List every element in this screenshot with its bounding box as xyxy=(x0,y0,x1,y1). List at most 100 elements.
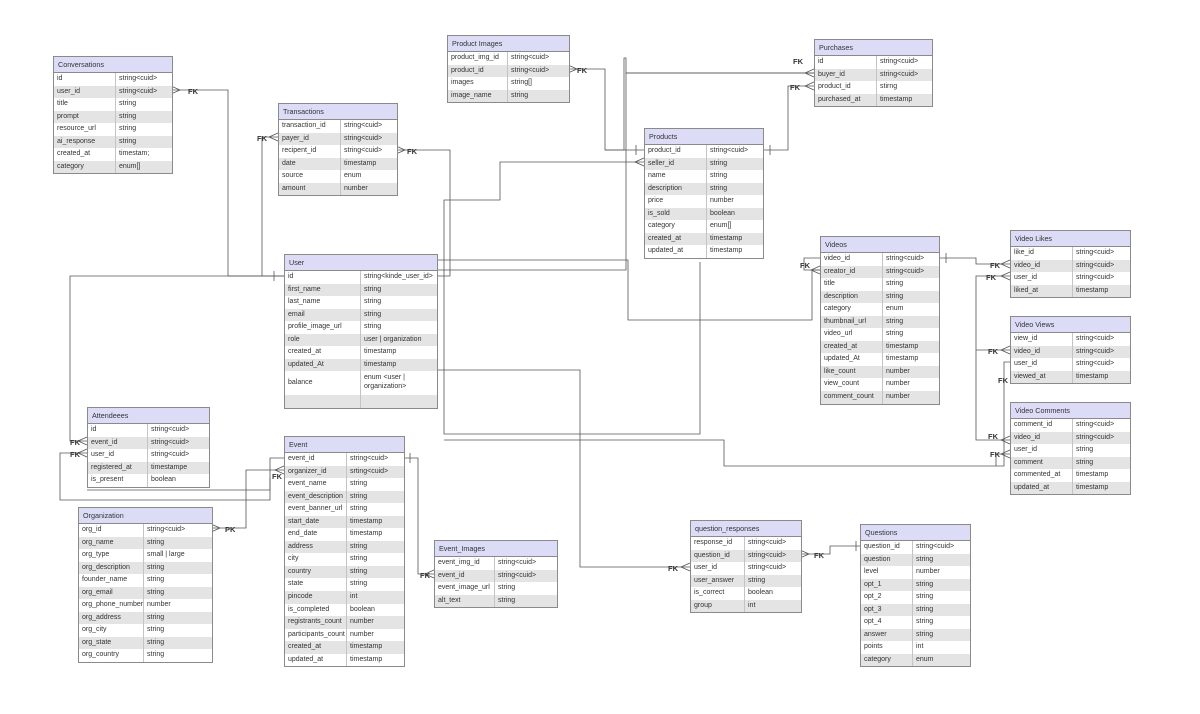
field-name: event_id xyxy=(88,436,148,450)
field-name: video_id xyxy=(821,253,883,266)
field-name: video_id xyxy=(1011,431,1073,445)
field-type: string<cuid> xyxy=(1076,433,1115,441)
field-name: comment_id xyxy=(1011,419,1073,432)
field-name: user_id xyxy=(88,449,148,462)
field-type: user | organization xyxy=(364,335,422,343)
field-name: video_id xyxy=(1011,345,1073,359)
field-name: question_id xyxy=(861,541,913,554)
field-name: like_id xyxy=(1011,247,1073,260)
field-type: timestamp xyxy=(350,517,383,525)
field-type: string xyxy=(498,596,516,604)
table-title: Questions xyxy=(861,525,970,541)
field-name: question_id xyxy=(691,549,745,563)
field-type: number xyxy=(344,184,368,192)
field-type: number xyxy=(710,197,734,205)
field-name: title xyxy=(821,278,883,291)
field-type: string xyxy=(886,280,904,288)
field-name: category xyxy=(821,303,883,316)
table-title: Video Views xyxy=(1011,317,1130,333)
field-type: string xyxy=(119,137,137,145)
field-name: amount xyxy=(279,182,341,196)
field-name: category xyxy=(861,653,913,667)
field-type: string<cuid> xyxy=(1076,360,1115,368)
field-type: string xyxy=(916,580,934,588)
field-name: product_id xyxy=(815,81,877,94)
field-name: org_description xyxy=(79,561,144,575)
field-name: product_id xyxy=(448,64,508,78)
field-name: level xyxy=(861,566,913,579)
field-type: string xyxy=(350,505,368,513)
field-type: string<cuid> xyxy=(119,87,158,95)
field-type: timestamp xyxy=(344,159,377,167)
field-name: opt_3 xyxy=(861,603,913,617)
field-name: founder_name xyxy=(79,574,144,587)
field-type: string xyxy=(147,563,165,571)
field-type: timestamp xyxy=(880,95,913,103)
field-name: org_type xyxy=(79,549,144,562)
field-name: title xyxy=(54,98,116,111)
field-name: commented_at xyxy=(1011,469,1073,482)
field-name: user_id xyxy=(54,85,116,99)
field-name: view_id xyxy=(1011,333,1073,346)
field-type: string<cuid> xyxy=(886,267,925,275)
field-name: end_date xyxy=(285,528,347,541)
field-type: boolean xyxy=(151,476,176,484)
field-type: string xyxy=(147,576,165,584)
field-name: opt_1 xyxy=(861,578,913,592)
field-name: payer_id xyxy=(279,132,341,146)
field-name: comment_count xyxy=(821,391,883,404)
field-type: string<cuid> xyxy=(916,543,955,550)
field-type: timestamp xyxy=(1076,372,1109,380)
field-type: timestamp xyxy=(1076,286,1109,294)
field-type: string<cuid> xyxy=(748,539,787,546)
field-name: product_img_id xyxy=(448,52,508,65)
table-title: Event_Images xyxy=(435,541,557,557)
